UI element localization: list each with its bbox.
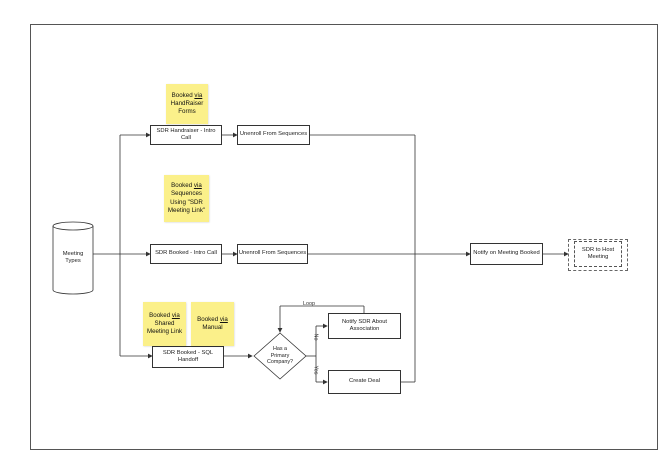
- yes-label: Yes: [312, 365, 319, 375]
- notify-sdr-association-box[interactable]: Notify SDR About Association: [328, 313, 401, 339]
- sdr-host-meeting-box[interactable]: SDR to Host Meeting: [574, 241, 622, 267]
- sticky-note-manual: Booked via Manual: [191, 302, 234, 346]
- decision-diamond: [253, 332, 307, 380]
- sdr-booked-intro-box[interactable]: SDR Booked - Intro Call: [150, 244, 222, 264]
- sticky-note-handraiser: Booked via HandRaiser Forms: [166, 84, 208, 124]
- no-label: No: [312, 333, 319, 341]
- unenroll-sequences-box-1[interactable]: Unenroll From Sequences: [237, 125, 310, 145]
- meeting-types-label: Meeting Types: [62, 250, 84, 264]
- database-icon: [52, 221, 94, 295]
- sdr-host-outline: [568, 239, 628, 271]
- create-deal-box[interactable]: Create Deal: [328, 370, 401, 394]
- sdr-sql-handoff-box[interactable]: SDR Booked - SQL Handoff: [152, 346, 224, 368]
- sdr-handraiser-intro-box[interactable]: SDR Handraiser - Intro Call: [150, 125, 222, 145]
- notify-meeting-booked-box[interactable]: Notify on Meeting Booked: [470, 243, 543, 265]
- sticky-note-shared-link: Booked via Shared Meeting Link: [143, 302, 186, 346]
- sticky-note-sequences: Booked via Sequences Using "SDR Meeting …: [164, 175, 209, 222]
- unenroll-sequences-box-2[interactable]: Unenroll From Sequences: [237, 244, 308, 264]
- decision-label: Has a Primary Company?: [266, 345, 294, 366]
- loop-label: Loop: [303, 301, 315, 307]
